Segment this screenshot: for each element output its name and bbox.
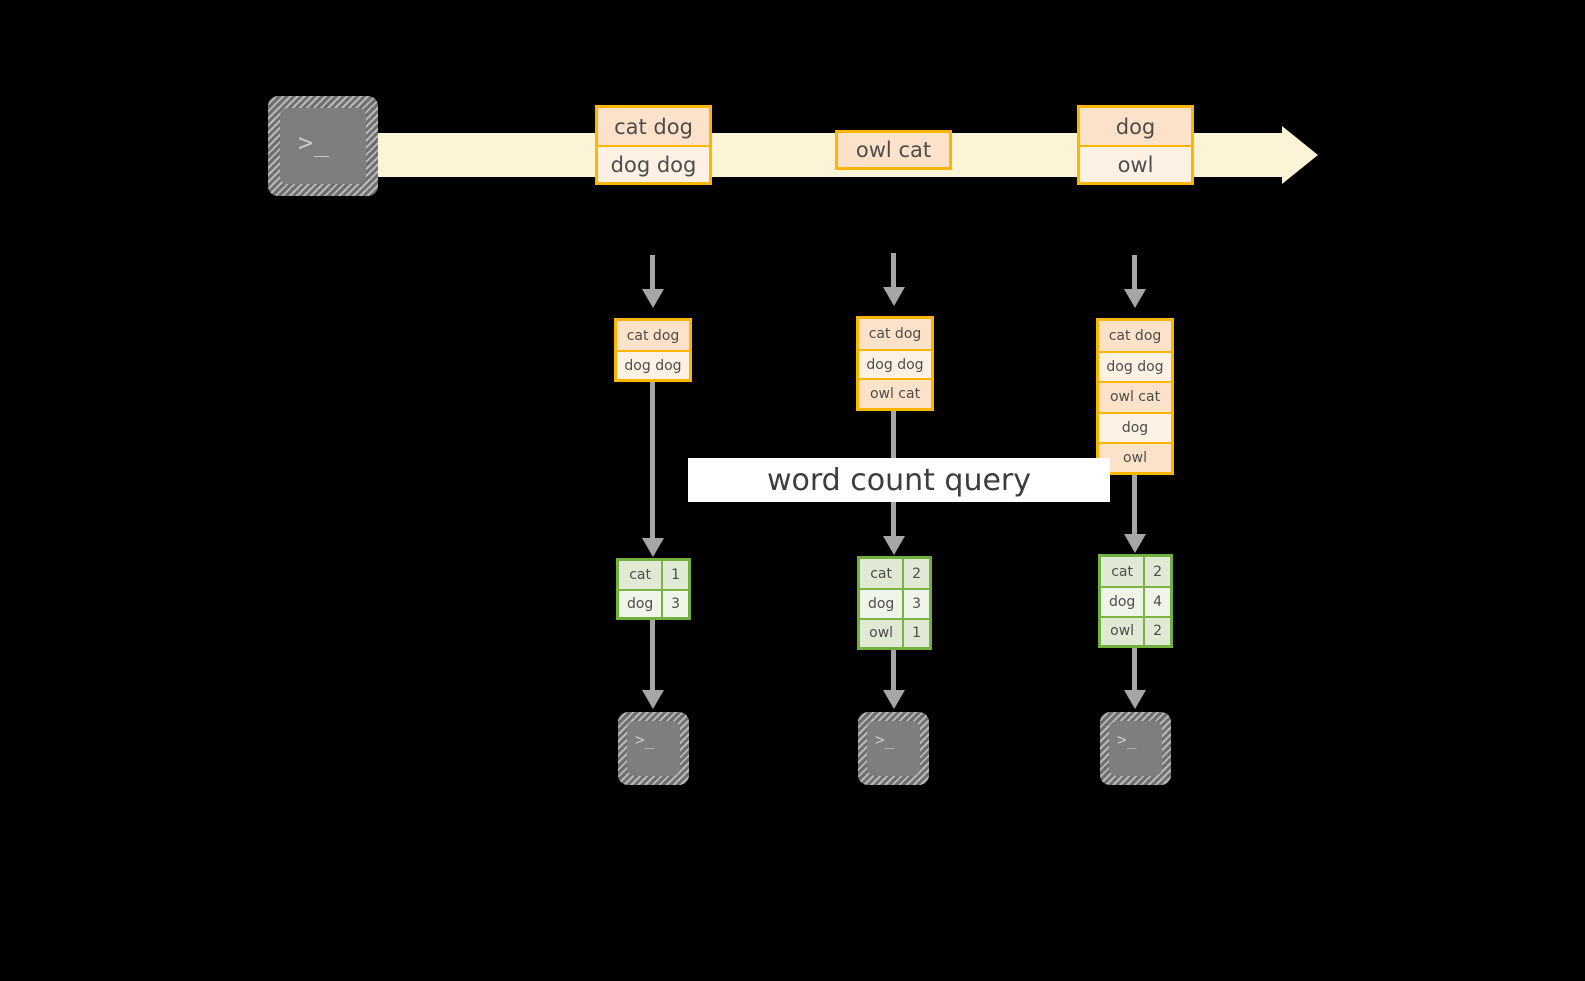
trigger-3-input-row: owl <box>1099 441 1171 472</box>
input-stream-arrowhead <box>1282 126 1318 184</box>
result-word: owl <box>1101 617 1146 645</box>
trigger-1-feed-arrowhead <box>642 289 664 308</box>
trigger-3-result-table: cat 2 dog 4 owl 2 <box>1098 554 1173 648</box>
trigger-3-input-row: dog <box>1099 411 1171 442</box>
trigger-2-feed-line <box>891 253 896 291</box>
trigger-2-feed-arrowhead <box>883 287 905 306</box>
trigger-1-input-stack: cat dog dog dog <box>614 318 692 382</box>
trigger-2-input-row: dog dog <box>859 348 931 379</box>
table-row: cat 2 <box>860 559 929 589</box>
terminal-screen <box>280 108 366 184</box>
trigger-2-input-stack: cat dog dog dog owl cat <box>856 316 934 411</box>
terminal-prompt-glyph: >_ <box>875 730 895 749</box>
trigger-3-query-line <box>1132 475 1137 543</box>
trigger-2-sink-terminal-icon: >_ <box>858 712 929 785</box>
trigger-1-query-line <box>650 382 655 547</box>
result-word: cat <box>619 561 664 589</box>
stream-batch-1: cat dog dog dog <box>595 105 712 185</box>
result-count: 2 <box>1145 617 1170 645</box>
stream-record: owl cat <box>838 133 949 167</box>
result-count: 3 <box>663 591 688 617</box>
terminal-screen <box>627 721 680 776</box>
trigger-1-sink-arrowhead <box>642 690 664 709</box>
result-count: 1 <box>904 619 929 647</box>
result-word: owl <box>860 619 905 647</box>
trigger-2-query-arrowhead <box>883 536 905 555</box>
table-row: owl 2 <box>1101 615 1170 645</box>
trigger-3-input-stack: cat dog dog dog owl cat dog owl <box>1096 318 1174 475</box>
stream-record: dog <box>1080 108 1191 145</box>
terminal-prompt-glyph: >_ <box>298 128 331 157</box>
source-terminal-icon: >_ <box>268 96 378 196</box>
stream-record: dog dog <box>598 145 709 182</box>
result-word: cat <box>1101 557 1146 587</box>
trigger-3-sink-line <box>1132 648 1137 693</box>
terminal-prompt-glyph: >_ <box>635 730 655 749</box>
table-row: dog 3 <box>860 588 929 618</box>
trigger-3-feed-line <box>1132 255 1137 293</box>
trigger-1-result-table: cat 1 dog 3 <box>616 558 691 620</box>
result-word: dog <box>619 591 664 617</box>
trigger-3-input-row: owl cat <box>1099 381 1171 412</box>
result-count: 1 <box>663 561 688 589</box>
trigger-1-sink-terminal-icon: >_ <box>618 712 689 785</box>
trigger-2-input-row: cat dog <box>859 319 931 349</box>
result-count: 2 <box>1145 557 1170 587</box>
trigger-3-sink-arrowhead <box>1124 690 1146 709</box>
table-row: cat 1 <box>619 561 688 589</box>
stream-batch-3: dog owl <box>1077 105 1194 185</box>
trigger-1-feed-line <box>650 255 655 293</box>
table-row: dog 4 <box>1101 586 1170 616</box>
result-count: 3 <box>904 590 929 618</box>
terminal-prompt-glyph: >_ <box>1117 730 1137 749</box>
table-row: owl 1 <box>860 617 929 647</box>
trigger-3-query-arrowhead <box>1124 534 1146 553</box>
trigger-1-input-row: cat dog <box>617 321 689 350</box>
trigger-3-sink-terminal-icon: >_ <box>1100 712 1171 785</box>
table-row: cat 2 <box>1101 557 1170 587</box>
stream-batch-2: owl cat <box>835 130 952 170</box>
terminal-screen <box>1109 721 1162 776</box>
result-word: dog <box>1101 588 1146 616</box>
result-count: 2 <box>904 559 929 589</box>
trigger-2-input-row: owl cat <box>859 378 931 408</box>
trigger-2-result-table: cat 2 dog 3 owl 1 <box>857 556 932 650</box>
stream-record: owl <box>1080 145 1191 182</box>
terminal-screen <box>867 721 920 776</box>
trigger-3-input-row: dog dog <box>1099 351 1171 382</box>
stream-record: cat dog <box>598 108 709 145</box>
result-word: dog <box>860 590 905 618</box>
result-word: cat <box>860 559 905 589</box>
result-count: 4 <box>1145 588 1170 616</box>
table-row: dog 3 <box>619 589 688 617</box>
trigger-3-feed-arrowhead <box>1124 289 1146 308</box>
trigger-2-sink-line <box>891 650 896 693</box>
trigger-1-sink-line <box>650 620 655 693</box>
trigger-1-query-arrowhead <box>642 538 664 557</box>
trigger-3-input-row: cat dog <box>1099 321 1171 352</box>
query-label: word count query <box>688 458 1110 502</box>
trigger-1-input-row: dog dog <box>617 350 689 379</box>
trigger-2-sink-arrowhead <box>883 690 905 709</box>
